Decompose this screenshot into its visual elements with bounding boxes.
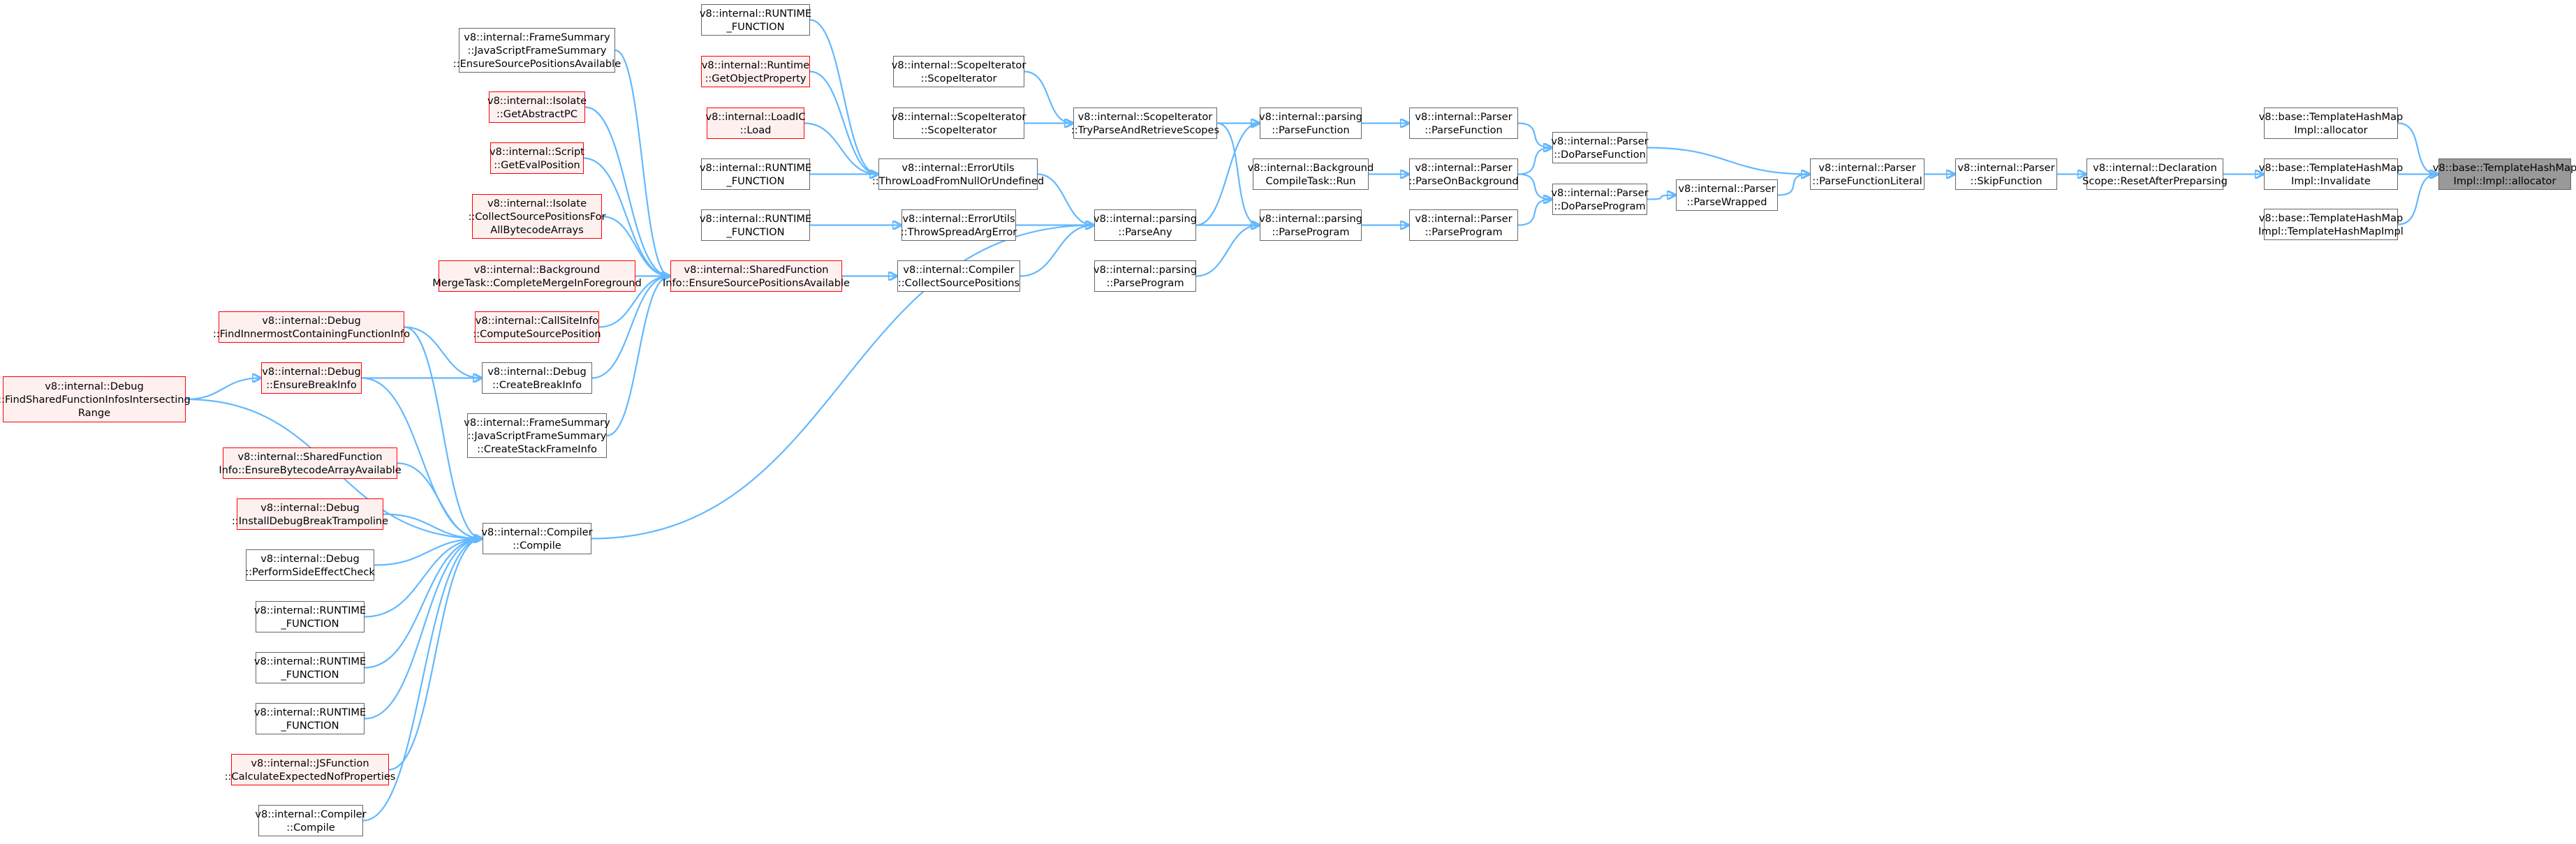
node-callsite-compute-position[interactable]: v8::internal::CallSiteInfo ::ComputeSour… [473, 311, 601, 343]
node-parsing-parse-any[interactable]: v8::internal::parsing ::ParseAny [1094, 209, 1197, 241]
call-edge [601, 215, 670, 276]
node-debug-side-effect-check[interactable]: v8::internal::Debug ::PerformSideEffectC… [245, 549, 375, 581]
call-edge [1647, 147, 1809, 175]
call-edge [383, 513, 482, 539]
node-debug-ensure-break-info[interactable]: v8::internal::Debug ::EnsureBreakInfo [261, 362, 362, 394]
call-edge [388, 539, 482, 771]
call-edge [1037, 173, 1094, 225]
call-edge [362, 539, 482, 822]
call-edge [374, 539, 482, 566]
call-edge [583, 157, 670, 276]
node-declaration-scope[interactable]: v8::internal::Declaration Scope::ResetAf… [2082, 158, 2228, 190]
node-isolate-get-abstract-pc[interactable]: v8::internal::Isolate ::GetAbstractPC [487, 91, 587, 123]
call-edge [2397, 122, 2438, 175]
call-edge [397, 462, 482, 539]
node-debug-install-trampoline[interactable]: v8::internal::Debug ::InstallDebugBreakT… [232, 498, 388, 530]
node-background-compile-task[interactable]: v8::internal::Background CompileTask::Ru… [1248, 158, 1374, 190]
node-runtime-function-c[interactable]: v8::internal::RUNTIME _FUNCTION [700, 209, 811, 241]
call-edge [1517, 200, 1552, 226]
node-debug-find-shared-infos[interactable]: v8::internal::Debug ::FindSharedFunction… [0, 376, 191, 422]
node-jsfunction-calculate[interactable]: v8::internal::JSFunction ::CalculateExpe… [225, 754, 395, 785]
call-edge [1517, 148, 1552, 175]
call-edge [1020, 225, 1094, 277]
node-thm-allocator[interactable]: v8::base::TemplateHashMap Impl::allocato… [2259, 108, 2403, 139]
node-runtime-function-f[interactable]: v8::internal::RUNTIME _FUNCTION [254, 703, 366, 734]
node-parse-function-literal[interactable]: v8::internal::Parser ::ParseFunctionLite… [1810, 158, 1924, 190]
node-script-get-eval-position[interactable]: v8::internal::Script ::GetEvalPosition [490, 142, 584, 174]
node-debug-create-break-info[interactable]: v8::internal::Debug ::CreateBreakInfo [482, 362, 592, 394]
node-scope-iterator-ctor-a[interactable]: v8::internal::ScopeIterator ::ScopeItera… [892, 56, 1026, 87]
node-parser-parse-program[interactable]: v8::internal::Parser ::ParseProgram [1409, 209, 1518, 241]
call-edge [606, 276, 670, 437]
node-sfi-ensure-source-positions[interactable]: v8::internal::SharedFunction Info::Ensur… [663, 260, 850, 292]
call-edge [809, 71, 878, 175]
node-skip-function[interactable]: v8::internal::Parser ::SkipFunction [1955, 158, 2057, 190]
node-parse-on-background[interactable]: v8::internal::Parser ::ParseOnBackground [1408, 158, 1519, 190]
call-edge [404, 326, 481, 378]
call-edge [614, 49, 670, 276]
call-edge [364, 539, 482, 720]
call-edge [1216, 122, 1259, 225]
node-do-parse-function[interactable]: v8::internal::Parser ::DoParseFunction [1551, 132, 1649, 163]
node-sfi-ensure-bytecode[interactable]: v8::internal::SharedFunction Info::Ensur… [219, 447, 402, 479]
call-edge [591, 276, 670, 379]
node-thm-ctor[interactable]: v8::base::TemplateHashMap Impl::Template… [2258, 209, 2404, 240]
node-isolate-collect-positions[interactable]: v8::internal::Isolate ::CollectSourcePos… [468, 194, 606, 239]
call-edge [1647, 195, 1675, 200]
node-scope-iterator-ctor-b[interactable]: v8::internal::ScopeIterator ::ScopeItera… [892, 108, 1026, 139]
node-parsing-parse-function[interactable]: v8::internal::parsing ::ParseFunction [1259, 108, 1362, 139]
node-frame-summary-create[interactable]: v8::internal::FrameSummary ::JavaScriptF… [464, 413, 610, 458]
call-edge [584, 106, 670, 276]
node-frame-summary-ensure[interactable]: v8::internal::FrameSummary ::JavaScriptF… [453, 28, 621, 73]
node-runtime-function-e[interactable]: v8::internal::RUNTIME _FUNCTION [254, 652, 366, 683]
node-compiler-compile-other[interactable]: v8::internal::Compiler ::Compile [255, 805, 367, 836]
call-edge [404, 326, 482, 539]
node-error-utils-spread[interactable]: v8::internal::ErrorUtils ::ThrowSpreadAr… [901, 209, 1017, 241]
call-edge [364, 539, 482, 618]
node-do-parse-program[interactable]: v8::internal::Parser ::DoParseProgram [1551, 184, 1649, 215]
call-edge [1777, 175, 1809, 196]
call-edge [185, 378, 260, 401]
call-edge [1195, 124, 1259, 226]
node-error-utils-null[interactable]: v8::internal::ErrorUtils ::ThrowLoadFrom… [872, 158, 1044, 190]
node-runtime-function-d[interactable]: v8::internal::RUNTIME _FUNCTION [254, 601, 366, 632]
node-parsing-parse-program-a[interactable]: v8::internal::parsing ::ParseProgram [1259, 209, 1362, 241]
node-parsing-parse-program-b[interactable]: v8::internal::parsing ::ParseProgram [1094, 260, 1197, 292]
node-runtime-function-a[interactable]: v8::internal::RUNTIME _FUNCTION [700, 4, 811, 36]
call-edge [1024, 71, 1073, 124]
call-edge [2397, 175, 2438, 225]
call-edge [809, 19, 878, 175]
call-edge [364, 539, 482, 669]
node-runtime-function-b[interactable]: v8::internal::RUNTIME _FUNCTION [700, 158, 811, 190]
node-scope-iterator-try-parse[interactable]: v8::internal::ScopeIterator ::TryParseAn… [1071, 108, 1219, 139]
node-debug-find-innermost[interactable]: v8::internal::Debug ::FindInnermostConta… [213, 311, 410, 343]
call-edge [804, 122, 878, 175]
node-parse-wrapped[interactable]: v8::internal::Parser ::ParseWrapped [1676, 179, 1778, 211]
node-compiler-collect-positions[interactable]: v8::internal::Compiler ::CollectSourcePo… [897, 260, 1020, 292]
node-parser-parse-function[interactable]: v8::internal::Parser ::ParseFunction [1409, 108, 1518, 139]
call-edge [1517, 122, 1552, 148]
call-edge [1517, 173, 1552, 200]
node-thm-invalidate[interactable]: v8::base::TemplateHashMap Impl::Invalida… [2259, 158, 2403, 190]
call-edge [1195, 225, 1259, 277]
call-edge [591, 225, 1094, 540]
node-background-merge-task[interactable]: v8::internal::Background MergeTask::Comp… [432, 260, 642, 292]
node-root[interactable]: v8::base::TemplateHashMap Impl::Impl::al… [2433, 158, 2576, 190]
call-edge [598, 276, 670, 328]
node-runtime-get-object-property[interactable]: v8::internal::Runtime ::GetObjectPropert… [701, 56, 810, 87]
node-load-ic-load[interactable]: v8::internal::LoadIC ::Load [705, 108, 806, 139]
node-compiler-compile-main[interactable]: v8::internal::Compiler ::Compile [481, 523, 593, 554]
